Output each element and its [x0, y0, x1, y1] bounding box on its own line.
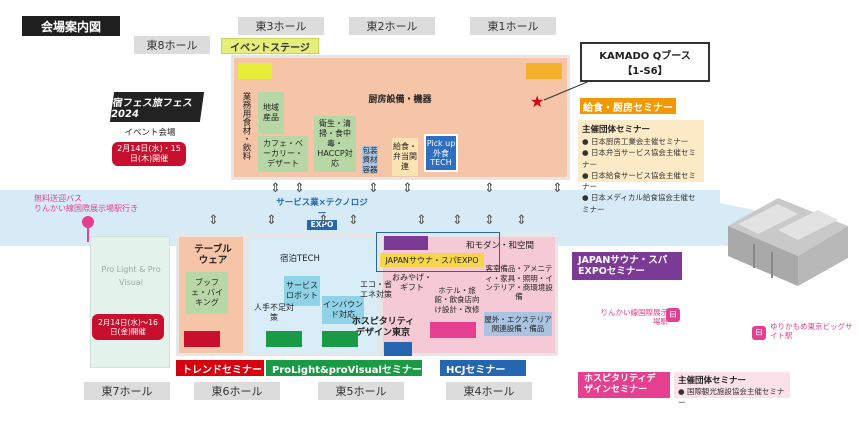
zone-buffet: ブッフェ・バイキング	[186, 272, 228, 314]
zone-food: 業務用食材・飲料	[241, 92, 251, 160]
zone-packaging: 包装資材容器	[362, 145, 378, 174]
star-icon[interactable]: ★	[530, 92, 545, 111]
zone-sauna: JAPANサウナ・スパEXPO	[380, 253, 484, 267]
zone-shukuhaku-tech: 宿泊TECH	[280, 254, 320, 264]
zone-local: 地域産品	[258, 92, 284, 134]
hcj-seminar-box	[430, 322, 476, 338]
station-rinkai: りんかい線国際展示場駅	[600, 308, 669, 327]
hall-e3-label: 東3ホール	[238, 17, 324, 35]
hall-e1-label: 東1ホール	[470, 17, 556, 35]
zone-guestroom: 客室備品・アメニティ・家具・照明・インテリア・商環境設備	[485, 264, 553, 302]
event-logo[interactable]: 宿フェス旅フェス2024	[109, 92, 205, 122]
bus-stop-pole	[87, 226, 89, 242]
hall-e7[interactable]	[90, 236, 170, 368]
zone-staff: 人手不足対策	[254, 303, 294, 322]
train-icon[interactable]: ⊟	[666, 308, 680, 322]
bus-info: 無料送迎バス りんかい線国際展示場駅行き	[34, 194, 174, 215]
zone-eco: エコ・省エネ対策	[360, 280, 392, 299]
double-arrow-icon: ⇕	[452, 213, 463, 228]
prolight-box-2	[322, 331, 358, 347]
hall-e4-label: 東4ホール	[446, 382, 532, 400]
double-arrow-icon: ⇕	[416, 213, 427, 228]
double-arrow-icon: ⇕	[348, 213, 359, 228]
train-icon[interactable]: ⊟	[752, 326, 766, 340]
double-arrow-icon: ⇕	[368, 181, 379, 196]
double-arrow-icon: ⇕	[318, 213, 329, 228]
prolight-box-1	[266, 331, 302, 347]
callout-pointer	[543, 80, 593, 101]
double-arrow-icon: ⇕	[266, 213, 277, 228]
double-arrow-icon: ⇕	[294, 181, 305, 196]
event-venue-label: イベント会場	[124, 128, 176, 138]
hcj-box	[384, 342, 412, 356]
zone-bento: 給食・弁当関連	[392, 138, 418, 176]
page-title: 会場案内図	[22, 16, 120, 36]
zone-pickup[interactable]: Pick up 外食TECH	[424, 134, 458, 172]
hospitality-sponsor-item: ● 国際観光施設協会主催セミナー	[678, 387, 785, 408]
service-tech-label: サービス業×テクノロジー EXPO	[274, 198, 370, 231]
hall-e2-label: 東2ホール	[349, 17, 435, 35]
kyushoku-sponsor-item: ● 日本弁当サービス協会主催セミナー	[582, 148, 696, 169]
zone-hygiene: 衛生・清掃・食中毒・HACCP対応	[314, 116, 356, 172]
zone-hospitality: ホスピタリティデザイン東京	[351, 317, 415, 338]
hcj-seminar-label[interactable]: HCJセミナー	[440, 360, 526, 376]
zone-cafe: カフェ・ベーカリー・デザート	[258, 136, 308, 172]
trend-seminar-label[interactable]: トレンドセミナー	[176, 360, 264, 376]
prolight-seminar-label[interactable]: ProLight&proVisualセミナー	[266, 360, 422, 376]
hall7-dates-badge: 2月14日(水)〜16日(金)開催	[92, 314, 164, 340]
service-tech-line2: EXPO	[306, 220, 338, 230]
zone-omiyage: おみやげ・ギフト	[392, 273, 432, 292]
kyushoku-sponsor-item: ● 日本給食サービス協会主催セミナー	[582, 170, 696, 191]
kyushoku-sponsor-title: 主催団体セミナー	[582, 125, 651, 135]
pickup-title: Pick up	[426, 139, 456, 148]
sauna-seminar-label[interactable]: JAPANサウナ・スパEXPOセミナー	[572, 252, 682, 280]
double-arrow-icon: ⇕	[516, 213, 527, 228]
zone-outdoor: 屋外・エクステリア関連設備・備品	[484, 312, 552, 336]
kamado-callout[interactable]: KAMADO Qブース【1-S6】	[580, 42, 710, 82]
double-arrow-icon: ⇕	[484, 181, 495, 196]
service-tech-line1: サービス業×テクノロジー	[276, 198, 368, 220]
double-arrow-icon: ⇕	[484, 213, 495, 228]
pickup-body: 外食TECH	[430, 148, 452, 168]
zone-kitchen-equipment: 厨房設備・機器	[368, 95, 432, 105]
event-dates-badge: 2月14日(水)・15日(木)開催	[112, 142, 186, 166]
kitchen-seminar-box	[526, 63, 562, 79]
hall-e6-label: 東6ホール	[194, 382, 280, 400]
zone-hotel-renov: ホテル・旅館・飲食店向け設計・改修	[434, 285, 480, 314]
zone-wamodern: 和モダン・和空間	[465, 241, 534, 251]
hall-e8-label: 東8ホール	[134, 36, 210, 54]
big-sight-building-icon	[728, 198, 848, 286]
event-logo-text: 宿フェス旅フェス2024	[110, 98, 194, 120]
hospitality-seminar-text: ホスピタリティデザインセミナー	[584, 374, 656, 395]
double-arrow-icon: ⇕	[208, 213, 219, 228]
zone-robot: サービスロボット	[284, 276, 320, 306]
bus-line1: 無料送迎バス	[34, 194, 82, 203]
event-stage-box	[238, 63, 272, 79]
double-arrow-icon: ⇕	[270, 181, 281, 196]
kyushoku-sponsor-panel: 主催団体セミナー ● 日本厨房工業会主催セミナー ● 日本弁当サービス協会主催セ…	[578, 120, 704, 214]
hospitality-seminar-label[interactable]: ホスピタリティデザインセミナー	[578, 372, 670, 398]
kyushoku-seminar-label[interactable]: 給食・厨房セミナー	[580, 98, 676, 114]
hall-e7-label: 東7ホール	[84, 382, 170, 400]
hall-e5-label: 東5ホール	[318, 382, 404, 400]
kyushoku-sponsor-item: ● 日本厨房工業会主催セミナー	[582, 137, 689, 146]
station-yurikamome: ゆりかもめ東京ビッグサイト駅	[770, 322, 853, 341]
bus-stop-icon[interactable]	[82, 216, 94, 228]
sauna-seminar-text: JAPANサウナ・スパEXPOセミナー	[578, 254, 668, 277]
event-stage-label: イベントステージ	[221, 38, 319, 54]
trend-seminar-box	[184, 331, 220, 347]
hospitality-sponsor-title: 主催団体セミナー	[678, 376, 747, 386]
zone-inbound: インバウンド対応	[322, 296, 364, 324]
hall7-logo: Pro Light & Pro Visual	[101, 265, 161, 287]
double-arrow-icon: ⇕	[402, 181, 413, 196]
double-arrow-icon: ⇕	[552, 181, 563, 196]
bus-line2: りんかい線国際展示場駅行き	[34, 204, 138, 214]
zone-tableware: テーブルウェア	[194, 244, 232, 267]
sauna-seminar-box	[384, 236, 428, 250]
kyushoku-sponsor-item: ● 日本メディカル給食協会主催セミナー	[582, 193, 696, 214]
hospitality-sponsor-panel: 主催団体セミナー ● 国際観光施設協会主催セミナー	[674, 372, 790, 407]
